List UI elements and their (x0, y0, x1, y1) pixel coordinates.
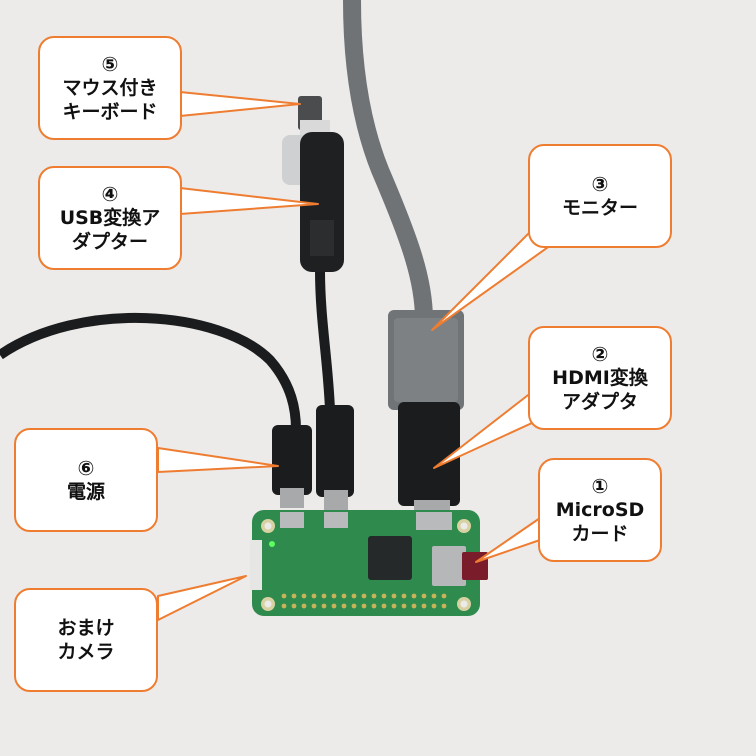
callout-number: ② (591, 342, 609, 366)
callout-line: おまけ (57, 617, 115, 639)
callout-number: ① (591, 474, 609, 498)
callout-number: ⑤ (101, 52, 119, 76)
usb-otg-plug (316, 405, 354, 497)
callout-number: ③ (591, 172, 609, 196)
callout-line: モニター (561, 197, 638, 219)
power-cable (0, 312, 301, 431)
callout-line: マウス付き (62, 77, 158, 99)
callout-usb-adapter: ④ USB変換ア ダプター (38, 166, 182, 270)
callout-microsd: ① MicroSD カード (538, 458, 662, 562)
callout-camera: おまけ カメラ (14, 588, 158, 692)
callout-line: ダプター (71, 231, 148, 253)
callout-line: USB変換ア (59, 207, 161, 229)
camera-tail (157, 575, 247, 621)
pi-zero-board (252, 510, 480, 616)
callout-line: キーボード (62, 101, 158, 123)
soc-chip (368, 536, 412, 580)
power-tail (157, 447, 279, 473)
power-plug (272, 425, 312, 495)
usb-adapter-cable (315, 269, 335, 411)
callout-power: ⑥ 電源 (14, 428, 158, 532)
sd-slot (432, 546, 466, 586)
callout-number: ⑥ (77, 456, 95, 480)
callout-hdmi-adapter: ② HDMI変換 アダプタ (528, 326, 672, 430)
callout-line: カード (571, 523, 629, 545)
callout-monitor: ③ モニター (528, 144, 672, 248)
camera-connector (250, 540, 262, 590)
callout-line: MicroSD (555, 499, 645, 521)
callout-keyboard: ⑤ マウス付き キーボード (38, 36, 182, 140)
monitor-cable (343, 0, 433, 329)
callout-line: カメラ (57, 641, 115, 663)
hdmi-adapter-body (398, 402, 460, 506)
callout-line: HDMI変換 (552, 367, 648, 389)
callout-line: 電源 (66, 481, 105, 503)
gpio-pads (281, 593, 447, 609)
callout-number: ④ (101, 182, 119, 206)
callout-line: アダプタ (561, 391, 638, 413)
status-led (269, 541, 275, 547)
